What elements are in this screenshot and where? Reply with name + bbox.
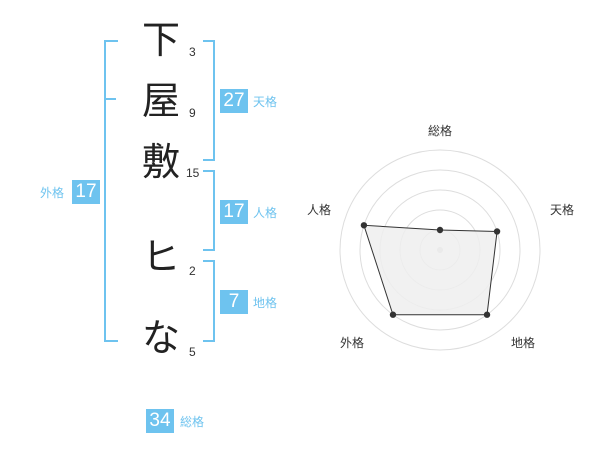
radar-axis-label-chikaku: 地格	[511, 336, 536, 350]
chikaku-label: 地格	[253, 296, 278, 310]
radar-axis-label-gaikaku: 外格	[340, 336, 365, 350]
tenkaku-value-badge: 27	[220, 89, 248, 113]
gaikaku-value-badge: 17	[72, 180, 100, 204]
stroke-count-4: 2	[189, 264, 196, 278]
jinkaku-value-badge: 17	[220, 200, 248, 224]
radar-axis-label-soukaku: 総格	[428, 124, 453, 138]
radar-grid-ring	[359, 169, 521, 331]
gaikaku-bracket-tick	[104, 98, 116, 100]
radar-point-天格	[493, 228, 501, 235]
stroke-count-2: 9	[189, 106, 196, 120]
radar-axis-label-jinkaku: 人格	[307, 203, 332, 217]
radar-point-人格	[360, 222, 368, 229]
radar-point-外格	[389, 311, 397, 318]
radar-area	[363, 224, 498, 316]
name-char-2: 屋	[141, 79, 180, 123]
radar-point-地格	[483, 311, 491, 318]
soukaku-label: 総格	[180, 415, 205, 429]
gaikaku-bracket	[104, 40, 118, 342]
jinkaku-label: 人格	[253, 206, 278, 220]
radar-points	[360, 222, 501, 318]
gaikaku-label: 外格	[40, 186, 65, 200]
tenkaku-label: 天格	[253, 95, 278, 109]
radar-axis-label-tenkaku: 天格	[550, 203, 575, 217]
name-char-3: 敷	[141, 140, 180, 184]
stroke-count-3: 15	[186, 166, 200, 180]
name-char-4: ヒ	[141, 235, 180, 279]
chikaku-value-badge: 7	[220, 290, 248, 314]
stroke-count-5: 5	[189, 345, 196, 359]
tenkaku-bracket	[203, 40, 215, 161]
chikaku-bracket	[203, 260, 215, 342]
soukaku-value-badge: 34	[146, 409, 174, 433]
radar-point-総格	[436, 226, 444, 234]
name-char-1: 下	[141, 18, 180, 62]
radar-grid-ring	[339, 149, 541, 351]
name-char-5: な	[141, 316, 180, 360]
jinkaku-bracket	[203, 170, 215, 251]
stroke-count-1: 3	[189, 45, 196, 59]
